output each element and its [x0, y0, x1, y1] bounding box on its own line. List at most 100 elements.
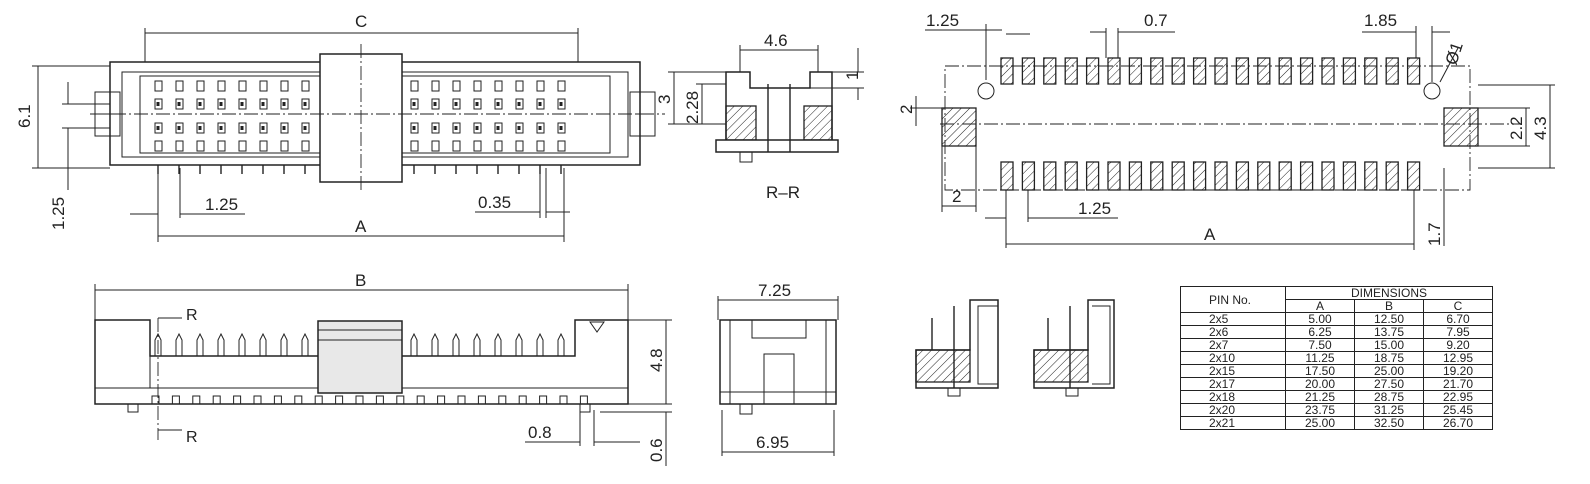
- pin-cavity: [217, 98, 226, 110]
- pin-cavity: [515, 80, 524, 92]
- pin-cavity: [196, 98, 205, 110]
- dim-1-25-bottom: 1.25: [1078, 199, 1111, 218]
- pin-cavity: [238, 140, 247, 152]
- pin-contact: [517, 126, 521, 130]
- pin-cavity: [410, 140, 419, 152]
- pin-cavity: [536, 122, 545, 134]
- pin-contact: [538, 102, 542, 106]
- pin-contact: [433, 126, 437, 130]
- contact-pin: [473, 332, 481, 356]
- pin-count-cell: 2x21: [1180, 416, 1286, 430]
- solder-tail: [151, 395, 160, 405]
- pin-cavity: [536, 140, 545, 152]
- pin-cavity: [473, 122, 482, 134]
- dim-3: 3: [655, 95, 674, 104]
- solder-tail: [579, 403, 591, 413]
- section-marker-bottom: R: [186, 429, 198, 446]
- footprint-pad: [1107, 161, 1121, 191]
- pin-cavity: [175, 80, 184, 92]
- col-b-header: B: [1354, 299, 1424, 313]
- pin-cavity: [259, 140, 268, 152]
- pin-contact: [433, 102, 437, 106]
- solder-tail: [559, 395, 568, 405]
- contact-pin: [557, 332, 565, 356]
- solder-tail: [253, 395, 262, 405]
- pin-cavity: [410, 98, 419, 110]
- pin-cavity: [515, 122, 524, 134]
- dimension-cell: 21.25: [1285, 390, 1355, 404]
- pin-cavity: [515, 98, 524, 110]
- pin-cavity: [301, 98, 310, 110]
- footprint-pad: [1107, 57, 1121, 85]
- col-a-header: A: [1285, 299, 1355, 313]
- dim-0-35: 0.35: [478, 193, 511, 212]
- footprint-pad: [1000, 57, 1014, 85]
- footprint-pad: [1214, 161, 1228, 191]
- pin-contact: [177, 102, 181, 106]
- pin-cavity: [154, 122, 163, 134]
- pin-cavity: [175, 98, 184, 110]
- dimension-cell: 31.25: [1354, 403, 1424, 417]
- pin-cavity: [280, 140, 289, 152]
- dimension-cell: 19.20: [1423, 364, 1493, 378]
- footprint-pad: [1235, 161, 1250, 191]
- pin-cavity: [557, 98, 566, 110]
- pin-cavity: [452, 80, 461, 92]
- footprint-pad: [1299, 161, 1314, 191]
- dimension-cell: 15.00: [1354, 338, 1424, 352]
- b-dimension-label: B: [355, 271, 366, 290]
- dim-2-28: 2.28: [683, 91, 702, 124]
- end-view: 7.25 6.95: [717, 281, 839, 456]
- footprint-pad: [1364, 57, 1378, 85]
- pin-cavity: [259, 80, 268, 92]
- footprint-pad: [1278, 57, 1292, 85]
- pin-contact: [517, 102, 521, 106]
- pin-cavity: [154, 80, 163, 92]
- pin-contact: [198, 126, 202, 130]
- pin-cavity: [238, 80, 247, 92]
- pin-cavity: [452, 98, 461, 110]
- pin-cavity: [175, 140, 184, 152]
- pin-cavity: [431, 140, 440, 152]
- pin-contact: [261, 126, 265, 130]
- dim-0-8: 0.8: [528, 423, 552, 442]
- pin-contact: [454, 126, 458, 130]
- dim-1-7: 1.7: [1425, 222, 1444, 246]
- footprint-pad: [1342, 57, 1357, 85]
- pin-cavity: [452, 140, 461, 152]
- solder-tail: [457, 395, 466, 405]
- solder-tail: [437, 395, 446, 405]
- pin-contact: [282, 126, 286, 130]
- pin-contact: [303, 126, 307, 130]
- dim-7-25: 7.25: [758, 281, 791, 300]
- dimension-cell: 23.75: [1285, 403, 1355, 417]
- pin-count-cell: 2x6: [1180, 325, 1286, 339]
- pin-cavity: [154, 98, 163, 110]
- solder-tail: [273, 395, 282, 405]
- solder-tail: [539, 395, 548, 405]
- pin-cavity: [217, 122, 226, 134]
- pin-contact: [475, 126, 479, 130]
- footprint-pad: [1192, 57, 1207, 85]
- footprint-pad: [1085, 161, 1100, 191]
- dim-diameter: Ø1: [1442, 40, 1467, 67]
- a-dimension-label: A: [355, 217, 367, 236]
- pin-count-cell: 2x5: [1180, 312, 1286, 326]
- a-dimension-label-footprint: A: [1204, 225, 1216, 244]
- footprint-pad: [1406, 57, 1421, 85]
- dimension-cell: 20.00: [1285, 377, 1355, 391]
- solder-tail: [171, 395, 180, 405]
- dimension-cell: 21.70: [1423, 377, 1493, 391]
- side-view: B R R 4.8 0.8 0.6: [94, 271, 672, 466]
- pin-cavity: [473, 140, 482, 152]
- dim-1-25-pitch: 1.25: [205, 195, 238, 214]
- dim-4-8: 4.8: [647, 348, 666, 372]
- dimensions-header: DIMENSIONS: [1285, 286, 1493, 300]
- footprint-pad: [1064, 57, 1078, 85]
- footprint-pad: [1364, 161, 1378, 191]
- footprint-pad: [1150, 57, 1164, 85]
